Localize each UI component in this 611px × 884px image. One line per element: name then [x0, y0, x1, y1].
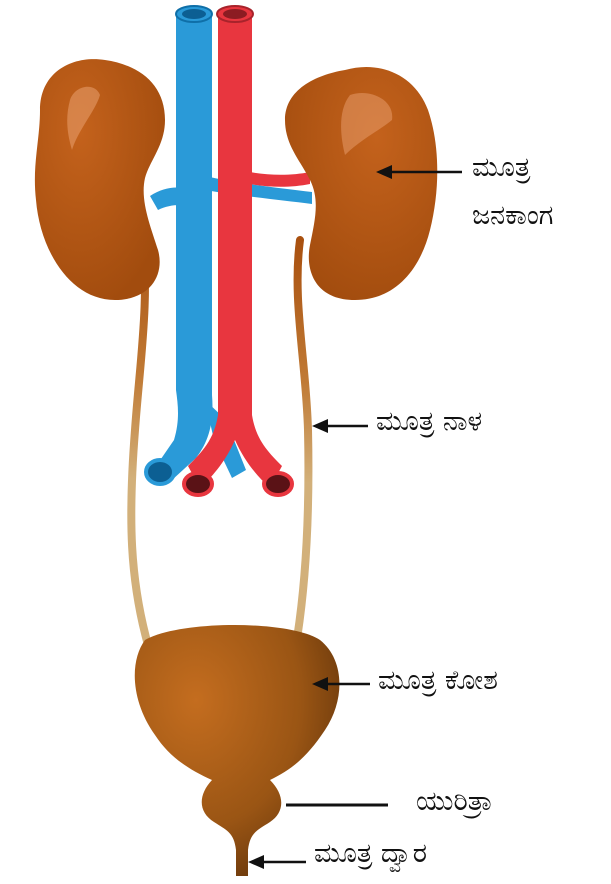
arrow-ureter — [312, 419, 368, 433]
vena-cava-left-opening — [146, 460, 174, 484]
label-kidney-line2: ಜನಕಾಂಗ — [472, 198, 553, 234]
label-bladder: ಮೂತ್ರ ಕೋಶ — [378, 663, 498, 699]
label-urinary-opening: ಮೂತ್ರ ದ್ವಾರ — [314, 836, 427, 872]
label-kidney-line1: ಮೂತ್ರ — [472, 150, 530, 186]
bladder — [135, 625, 340, 876]
aorta-right-opening — [264, 473, 292, 495]
arrow-urinary-opening — [248, 855, 306, 869]
right-ureter — [296, 240, 308, 645]
aorta-left-opening — [184, 473, 212, 495]
label-ureter: ಮೂತ್ರ ನಾಳ — [376, 404, 482, 440]
label-urethra: ಯುರಿತ್ರಾ — [416, 784, 493, 820]
vena-cava — [152, 12, 212, 480]
